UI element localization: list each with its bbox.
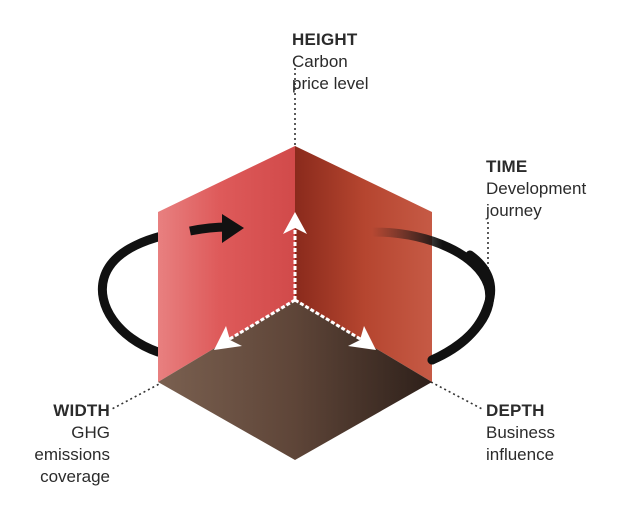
label-height-heading: HEIGHT bbox=[292, 30, 358, 49]
axis-width-arrowhead bbox=[214, 326, 242, 350]
label-width-line1: GHG bbox=[71, 423, 110, 442]
label-time: TIME Development journey bbox=[486, 156, 586, 222]
axis-arrows bbox=[227, 228, 363, 342]
label-height-line1: Carbon bbox=[292, 52, 348, 71]
width-dotted-line bbox=[109, 381, 164, 411]
label-depth: DEPTH Business influence bbox=[486, 400, 555, 466]
label-height-line2: price level bbox=[292, 74, 369, 93]
label-width: WIDTH GHG emissions coverage bbox=[34, 400, 110, 488]
label-height: HEIGHT Carbon price level bbox=[292, 29, 369, 95]
cube-left-face bbox=[158, 146, 295, 382]
rotation-ring-right-solid bbox=[427, 250, 496, 365]
label-time-line1: Development bbox=[486, 179, 587, 198]
cube-bottom-face bbox=[158, 300, 432, 460]
label-time-line2: journey bbox=[486, 201, 542, 220]
label-depth-heading: DEPTH bbox=[486, 401, 545, 420]
rotation-ring-back bbox=[98, 225, 200, 357]
cube-right-face bbox=[295, 146, 432, 382]
label-time-heading: TIME bbox=[486, 157, 528, 176]
label-depth-line2: influence bbox=[486, 445, 555, 464]
label-depth-line1: Business bbox=[486, 423, 555, 442]
axis-depth-line bbox=[294, 298, 363, 342]
label-width-line3: coverage bbox=[40, 467, 110, 486]
depth-dotted-line bbox=[430, 381, 485, 411]
label-width-heading: WIDTH bbox=[53, 401, 110, 420]
rotation-arrow-head bbox=[222, 214, 244, 243]
label-width-line2: emissions bbox=[34, 445, 110, 464]
axis-height-arrowhead bbox=[283, 212, 307, 234]
axis-depth-arrowhead bbox=[348, 326, 376, 350]
axis-width-line bbox=[227, 298, 296, 342]
